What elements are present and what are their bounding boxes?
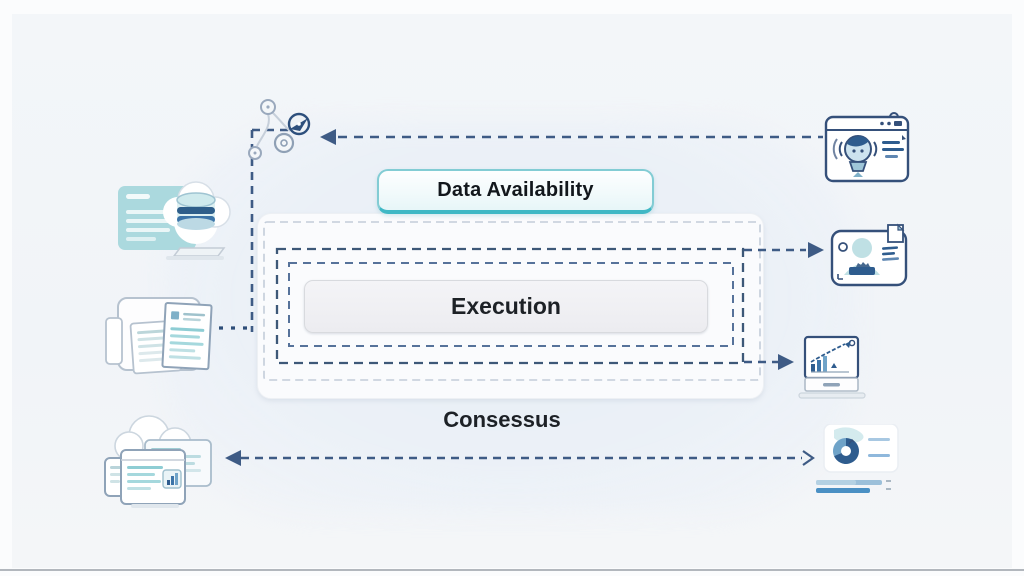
bottom-rule bbox=[0, 569, 1024, 571]
arrow-person-head-right bbox=[808, 242, 824, 258]
arrow-top-head-left bbox=[320, 129, 336, 145]
document-stack-icon bbox=[105, 297, 213, 375]
robot-glyph bbox=[832, 135, 878, 177]
data-availability-box: Data Availability bbox=[377, 169, 654, 214]
execution-box: Execution bbox=[304, 280, 708, 333]
bar-rows-glyph bbox=[816, 480, 891, 493]
laptop-chart-icon bbox=[798, 335, 866, 399]
growth-chart-glyph bbox=[810, 341, 851, 373]
donut-chart-glyph bbox=[833, 438, 859, 464]
page-corner-glyph bbox=[887, 223, 905, 243]
person-glyph bbox=[844, 238, 880, 275]
arrow-bottom-head-right bbox=[802, 450, 815, 466]
browser-documents-icon bbox=[104, 415, 212, 508]
execution-label: Execution bbox=[451, 293, 561, 319]
robot-browser-icon bbox=[824, 112, 910, 183]
person-card-icon bbox=[830, 223, 908, 287]
network-nodes-compass-icon bbox=[248, 99, 311, 160]
layer-frame-middle bbox=[275, 247, 745, 365]
mini-chart-glyph bbox=[162, 469, 182, 489]
database-glyph bbox=[176, 192, 216, 230]
arrow-laptop-head-right bbox=[778, 354, 794, 370]
data-availability-label: Data Availability bbox=[437, 179, 594, 201]
layer-frame-inner bbox=[288, 262, 734, 347]
analytics-card-icon bbox=[816, 424, 899, 493]
consensus-label: Consessus bbox=[443, 407, 561, 432]
cloud-database-icon bbox=[118, 181, 231, 260]
arrow-bottom-head-left bbox=[225, 450, 241, 466]
